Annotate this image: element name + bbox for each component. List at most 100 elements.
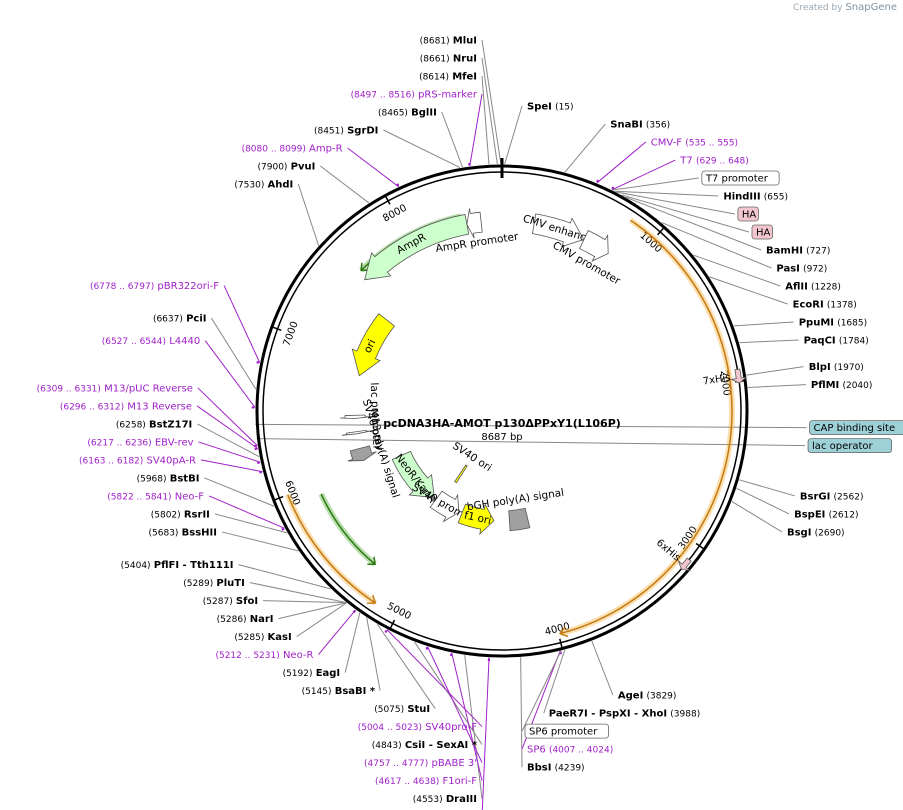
enzyme-name: EcoRI: [793, 300, 824, 311]
amot-insert-line: [559, 219, 733, 635]
enzyme-label: EcoRI (1378): [793, 300, 857, 311]
enzyme-name: BglII: [411, 108, 437, 119]
leader-box: [521, 650, 562, 732]
primer-text: CMV-F (535 .. 555): [651, 138, 738, 149]
enzyme-name: RsrII: [184, 509, 210, 520]
enzyme-label: (6258) BstZ17I: [116, 419, 192, 430]
enzyme-label: (8451) SgrDI: [314, 126, 378, 137]
leader-enzyme: [278, 602, 347, 620]
enzyme-label: BspEI (2612): [794, 509, 858, 520]
feature-label: f1 ori: [463, 509, 492, 527]
enzyme-coord: (4553): [413, 795, 443, 805]
enzyme-text: SnaBI (356): [610, 120, 670, 131]
tick-mark: [389, 619, 396, 629]
tick-label: 5000: [385, 601, 413, 622]
enzyme-label: (5404) PflFI - Tth111I: [121, 560, 234, 571]
enzyme-text: (5404) PflFI - Tth111I: [121, 560, 234, 571]
plasmid-size: 8687 bp: [481, 432, 522, 443]
credit-brand: SnapGene: [845, 2, 897, 13]
primer-label: (6296 .. 6312) M13 Reverse: [60, 401, 192, 412]
primer-label: SP6 (4007 .. 4024): [527, 745, 613, 756]
enzyme-text: (7900) PvuI: [258, 162, 316, 173]
leader-enzyme: [296, 602, 347, 638]
enzyme-coord: (655): [764, 193, 788, 203]
leader-primer: [318, 609, 356, 655]
leader-enzyme: [383, 129, 461, 169]
enzyme-label: BbsI (4239): [527, 763, 585, 774]
enzyme-text: (7530) AhdI: [234, 180, 293, 191]
enzyme-label: HindIII (655): [723, 192, 788, 203]
leader-primer: [204, 340, 256, 408]
enzyme-text: (8451) SgrDI: [314, 126, 378, 137]
primer-text: (4757 .. 4777) pBABE 3': [364, 758, 477, 769]
leader-enzyme: [204, 477, 275, 507]
plasmid-name: pcDNA3HA-AMOT p130ΔPPxY1(L106P): [383, 417, 621, 430]
leader-enzyme: [736, 487, 790, 515]
box-label: SP6 promoter: [524, 723, 609, 739]
enzyme-text: (5286) NarI: [217, 614, 274, 625]
feature-label: ori: [362, 338, 379, 356]
enzyme-text: (5192) EagI: [283, 668, 341, 679]
enzyme-coord: (5968): [137, 474, 167, 484]
enzyme-name: StuI: [407, 704, 430, 715]
tick-mark: [385, 196, 391, 205]
enzyme-label: PasI (972): [776, 264, 827, 275]
primer-label: (5004 .. 5023) SV40pro-F: [358, 722, 478, 733]
leader-primer: [200, 459, 263, 473]
enzyme-name: BamHI: [766, 246, 803, 257]
leader-primer: [347, 147, 399, 188]
enzyme-coord: (5683): [149, 528, 179, 538]
enzyme-text: BsgI (2690): [787, 527, 845, 538]
enzyme-coord: (5075): [374, 705, 404, 715]
feature-ori: ori: [351, 313, 396, 377]
enzyme-coord: (5285): [234, 633, 264, 643]
enzyme-text: EcoRI (1378): [793, 300, 857, 311]
box-label: T7 promoter: [701, 170, 780, 186]
neor-inner-line: [320, 493, 376, 565]
enzyme-name: BsaBI *: [335, 686, 376, 697]
primer-mark: [384, 629, 388, 633]
primer-text: (6296 .. 6312) M13 Reverse: [60, 401, 192, 412]
ampr-inner-head: [360, 262, 369, 272]
feature-arrow-sv40-poly-a-signal: [347, 445, 377, 462]
primer-coord: (8080 .. 8099): [242, 145, 306, 155]
enzyme-name: BsrGI: [800, 491, 830, 502]
enzyme-name: PaqCI: [804, 336, 836, 347]
leader-enzyme: [693, 254, 781, 287]
leader-primer: [208, 495, 285, 529]
enzyme-coord: (1378): [827, 301, 857, 311]
enzyme-text: PaeR7I - PspXI - XhoI (3988): [549, 709, 700, 720]
enzyme-text: BamHI (727): [766, 246, 830, 257]
tick-label: 2000: [718, 370, 732, 397]
enzyme-coord: (8661): [420, 55, 450, 65]
leader-primer: [197, 387, 258, 447]
leader-enzyme: [747, 384, 806, 388]
enzyme-name: PluTI: [216, 578, 244, 589]
boxed-label-text: SP6 promoter: [529, 727, 598, 738]
primer-text: (8497 .. 8516) pRS-marker: [351, 90, 478, 101]
primer-text: (5212 .. 5231) Neo-R: [215, 650, 313, 661]
primer-label: (6309 .. 6331) M13/pUC Reverse: [37, 383, 193, 394]
leader-enzyme: [481, 39, 502, 165]
enzyme-name: PasI: [776, 264, 799, 275]
leader-enzyme: [520, 657, 523, 768]
feature-label: bGH poly(A) signal: [466, 487, 565, 514]
feature-arrow-sv40-promoter: [429, 490, 460, 523]
enzyme-name: PaeR7I - PspXI - XhoI: [549, 709, 667, 720]
tick-label: 7000: [282, 320, 301, 348]
enzyme-name: DraIII: [446, 794, 477, 805]
leader-enzyme: [376, 623, 436, 709]
leader-enzyme: [297, 183, 320, 246]
enzyme-coord: (5287): [203, 597, 233, 607]
boxed-label-text: T7 promoter: [705, 174, 769, 185]
labels: (8681) MluI(8661) NruI(8614) MfeI(8465) …: [37, 36, 903, 805]
feature-f1-ori: f1 ori: [457, 503, 495, 536]
primer-name: Neo-R: [283, 650, 314, 661]
label-box: [751, 224, 773, 240]
enzyme-text: (5145) BsaBI *: [302, 686, 376, 697]
leader-enzyme: [320, 165, 370, 204]
enzyme-name: AflII: [785, 282, 808, 293]
enzyme-name: BsgI: [787, 527, 811, 538]
leader-enzyme: [249, 582, 347, 603]
